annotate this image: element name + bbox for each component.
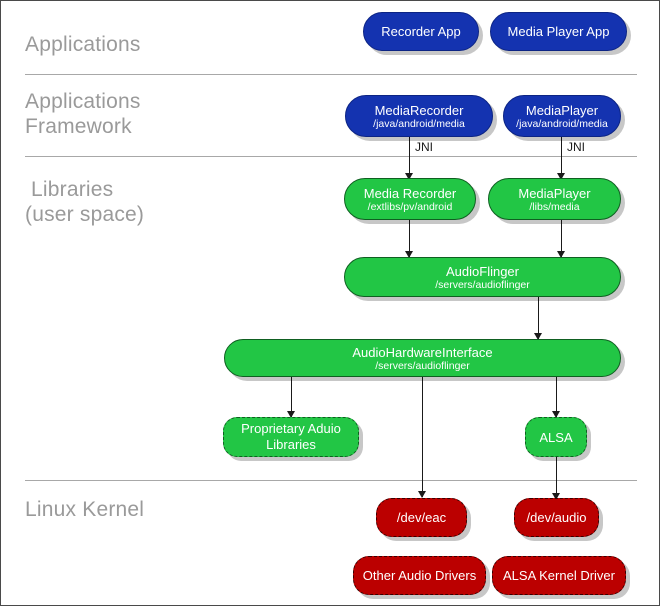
node-mediaplayer-framework-path: /java/android/media [516, 117, 608, 130]
connector-mediaplayer-jni [561, 137, 562, 179]
arrowhead-mediaplayer-jni [557, 173, 565, 180]
arrowhead-mediarecorder-jni [405, 173, 413, 180]
node-dev-eac[interactable]: /dev/eac [376, 498, 467, 537]
node-mediaplayer-library[interactable]: MediaPlayer /libs/media [488, 178, 621, 220]
layer-label-applications-framework: Applications Framework [25, 90, 141, 138]
node-recorder-app-title: Recorder App [381, 24, 461, 39]
node-mediaplayer-framework-title: MediaPlayer [525, 102, 599, 118]
arrowhead-audiohwiface-alsa [552, 411, 560, 418]
node-mediarecorder-library-title: Media Recorder [363, 185, 457, 201]
node-media-player-app[interactable]: Media Player App [490, 12, 627, 51]
node-mediarecorder-library[interactable]: Media Recorder /extlibs/pv/android [344, 178, 476, 220]
node-mediarecorder-library-path: /extlibs/pv/android [367, 200, 453, 213]
node-dev-audio[interactable]: /dev/audio [514, 498, 599, 537]
node-alsa[interactable]: ALSA [525, 417, 587, 457]
node-proprietary-audio-libraries-title-line2: Libraries [266, 437, 316, 452]
node-alsa-title: ALSA [539, 429, 573, 445]
node-audiohardwareinterface[interactable]: AudioHardwareInterface /servers/audiofli… [224, 339, 621, 377]
connector-alsa-devaudio [556, 457, 557, 499]
arrowhead-alsa-devaudio [552, 493, 560, 500]
node-other-audio-drivers-title: Other Audio Drivers [362, 568, 477, 583]
connector-audiohwiface-alsa [556, 377, 557, 417]
node-audioflinger[interactable]: AudioFlinger /servers/audioflinger [344, 257, 621, 297]
node-audioflinger-path: /servers/audioflinger [435, 278, 530, 291]
node-dev-audio-title: /dev/audio [526, 510, 587, 525]
arrowhead-audioflinger-audiohardwareinterface [534, 333, 542, 340]
node-audioflinger-title: AudioFlinger [446, 263, 519, 279]
connector-mediarecorderlib-audioflinger [409, 220, 410, 257]
node-dev-eac-title: /dev/eac [396, 510, 447, 525]
jni-label-right: JNI [567, 140, 585, 154]
node-mediarecorder-framework[interactable]: MediaRecorder /java/android/media [345, 95, 493, 137]
connector-mediarecorder-jni [409, 137, 410, 179]
node-alsa-kernel-driver[interactable]: ALSA Kernel Driver [492, 556, 626, 595]
connector-audioflinger-audiohardwareinterface [538, 297, 539, 339]
separator-libraries [25, 480, 637, 481]
node-recorder-app[interactable]: Recorder App [363, 12, 479, 51]
node-alsa-kernel-driver-title: ALSA Kernel Driver [503, 568, 615, 583]
node-mediarecorder-framework-title: MediaRecorder [374, 102, 464, 118]
layer-label-applications: Applications [25, 33, 141, 56]
separator-framework [25, 156, 637, 157]
node-audiohardwareinterface-path: /servers/audioflinger [375, 359, 470, 372]
arrowhead-mediaplayerlib-audioflinger [557, 251, 565, 258]
node-mediaplayer-framework[interactable]: MediaPlayer /java/android/media [503, 95, 621, 137]
arrowhead-audiohwiface-proprietary [287, 411, 295, 418]
jni-label-left: JNI [415, 140, 433, 154]
node-proprietary-audio-libraries-title: Proprietary Aduio [241, 421, 341, 436]
node-mediaplayer-library-path: /libs/media [529, 200, 580, 213]
node-media-player-app-title: Media Player App [507, 24, 610, 39]
layer-label-libraries: Libraries (user space) [25, 178, 145, 226]
connector-audiohwiface-proprietary [291, 377, 292, 417]
node-mediaplayer-library-title: MediaPlayer [518, 185, 591, 201]
node-other-audio-drivers[interactable]: Other Audio Drivers [353, 556, 486, 595]
node-audiohardwareinterface-title: AudioHardwareInterface [352, 344, 493, 360]
node-mediarecorder-framework-path: /java/android/media [373, 117, 465, 130]
node-proprietary-audio-libraries[interactable]: Proprietary Aduio Libraries [223, 417, 359, 457]
arrowhead-audiohwiface-deveac [418, 491, 426, 498]
separator-applications [25, 74, 637, 75]
arrowhead-mediarecorderlib-audioflinger [405, 251, 413, 258]
layer-label-linux-kernel: Linux Kernel [25, 498, 145, 521]
connector-mediaplayerlib-audioflinger [561, 220, 562, 257]
connector-audiohwiface-deveac [422, 377, 423, 497]
